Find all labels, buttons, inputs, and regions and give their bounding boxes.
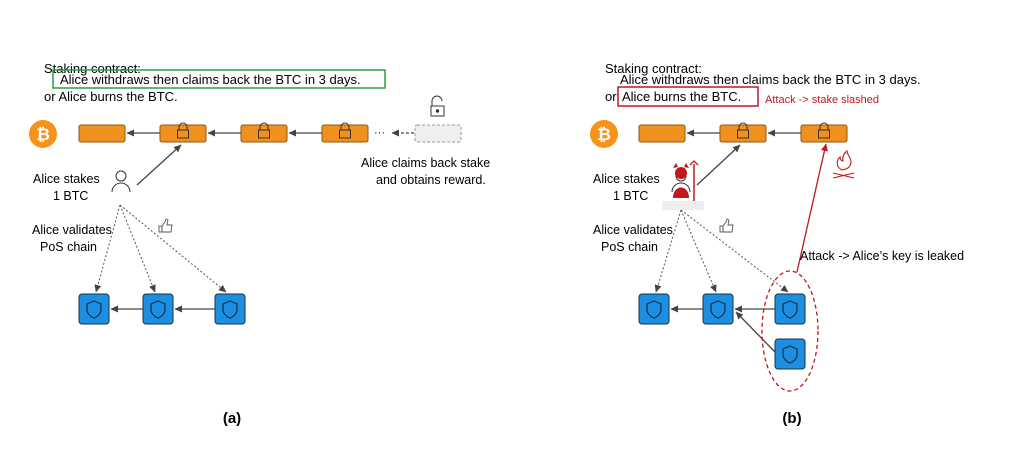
pos-block — [142, 293, 174, 325]
panel-a-caption: (a) — [223, 410, 241, 427]
contract-option-withdraw: Alice withdraws then claims back the BTC… — [60, 72, 361, 87]
btc-block — [638, 124, 686, 143]
fire-icon — [832, 149, 855, 179]
panel-b: Staking contract: Alice withdraws then c… — [590, 61, 964, 427]
contract-option-withdraw: Alice withdraws then claims back the BTC… — [620, 72, 921, 87]
lock-icon — [258, 122, 270, 139]
svg-text:₿: ₿ — [36, 125, 50, 144]
alice-stakes-label: Alice stakes — [33, 172, 100, 186]
obtains-reward-label: and obtains reward. — [376, 173, 486, 187]
shield-icon — [150, 300, 166, 319]
pos-block — [638, 293, 670, 325]
bitcoin-icon: ₿ — [29, 120, 57, 148]
shield-icon — [86, 300, 102, 319]
alice-stakes-label: Alice stakes — [593, 172, 660, 186]
contract-option-burn: or Alice burns the BTC. — [44, 89, 178, 104]
stake-amount-label: 1 BTC — [53, 189, 88, 203]
pos-chain-label: PoS chain — [40, 240, 97, 254]
pos-block-fork-a — [774, 293, 806, 325]
btc-block — [78, 124, 126, 143]
red-highlight-box — [617, 86, 759, 107]
thumbs-up-icon — [158, 218, 173, 233]
stake-slashed-note: Attack -> stake slashed — [765, 94, 879, 106]
shield-icon — [782, 345, 798, 364]
pos-block — [214, 293, 246, 325]
pos-block — [702, 293, 734, 325]
lock-icon — [737, 122, 749, 139]
shield-icon — [222, 300, 238, 319]
pos-block-fork-b — [774, 338, 806, 370]
pos-block — [78, 293, 110, 325]
lock-icon — [339, 122, 351, 139]
contract-title: Staking contract: — [605, 61, 702, 76]
stake-amount-label: 1 BTC — [613, 189, 648, 203]
future-block-dashed — [414, 124, 462, 143]
shield-icon — [782, 300, 798, 319]
lock-icon — [818, 122, 830, 139]
svg-text:₿: ₿ — [597, 125, 611, 144]
green-highlight-box — [52, 69, 386, 89]
contract-title: Staking contract: — [44, 61, 141, 76]
shield-icon — [710, 300, 726, 319]
person-icon — [111, 170, 131, 193]
thumbs-up-icon — [719, 218, 734, 233]
contract-option-burn: Alice burns the BTC. — [622, 89, 741, 104]
attack-fork-ellipse — [761, 270, 819, 392]
alice-validates-label: Alice validates — [593, 223, 673, 237]
panel-a: Staking contract: Alice withdraws then c… — [29, 61, 490, 427]
contract-option-or: or — [605, 89, 617, 104]
shield-icon — [646, 300, 662, 319]
alice-validates-label: Alice validates — [32, 223, 112, 237]
lock-icon — [177, 122, 189, 139]
claims-back-label: Alice claims back stake — [361, 156, 490, 170]
attack-line — [796, 143, 828, 273]
unlock-icon — [430, 95, 445, 117]
bitcoin-icon: ₿ — [590, 120, 618, 148]
devil-icon — [662, 160, 704, 210]
chain-ellipsis: ··· — [374, 127, 385, 139]
key-leaked-note: Attack -> Alice’s key is leaked — [800, 249, 964, 263]
panel-b-caption: (b) — [782, 410, 801, 427]
pos-chain-label: PoS chain — [601, 240, 658, 254]
